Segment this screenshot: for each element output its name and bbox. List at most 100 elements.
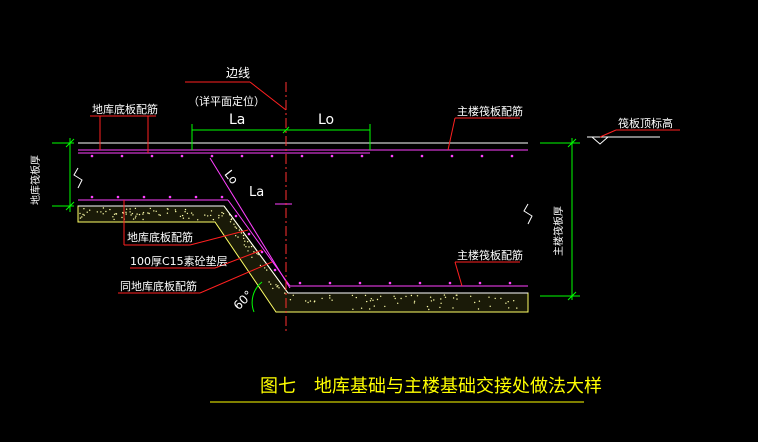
- cushion-speckle: [234, 226, 236, 228]
- cushion-speckle: [186, 212, 189, 215]
- main-raft-rebar-bottom-label: 主楼筏板配筋: [457, 248, 523, 262]
- cushion-speckle: [102, 213, 104, 215]
- cushion-speckle: [235, 235, 237, 237]
- cushion-speckle: [109, 208, 111, 211]
- cushion-speckle: [83, 214, 85, 216]
- cushion-speckle: [149, 207, 151, 210]
- cushion-speckle: [309, 300, 312, 302]
- cushion-speckle: [179, 215, 182, 218]
- cushion-speckle: [230, 218, 232, 221]
- cushion-speckle: [243, 237, 245, 240]
- rebar-dot: [273, 268, 277, 272]
- cushion-speckle: [138, 213, 141, 216]
- cushion-speckle: [244, 240, 246, 242]
- cushion-speckle: [251, 256, 253, 258]
- cushion-speckle: [513, 300, 515, 302]
- cushion-speckle: [256, 252, 258, 255]
- cushion-speckle: [277, 285, 279, 287]
- cushion-speckle: [210, 214, 212, 217]
- elevation-marker: [587, 136, 660, 145]
- cushion-speckle: [394, 297, 396, 300]
- basement-slab-rebar-mid-label: 地库底板配筋: [127, 230, 193, 244]
- cushion-speckle: [229, 221, 232, 223]
- cushion-speckle: [440, 302, 442, 304]
- rebar-dot: [480, 154, 484, 158]
- cushion-speckle: [489, 305, 491, 307]
- cushion-speckle: [166, 212, 169, 214]
- basement-slab-rebar-top-label: 地库底板配筋: [92, 102, 158, 116]
- cushion-speckle: [245, 246, 247, 248]
- rebar-dot: [194, 195, 198, 199]
- cushion-speckle: [410, 294, 413, 297]
- cushion-speckle: [81, 216, 83, 218]
- cushion-speckle: [210, 210, 213, 212]
- cushion-speckle: [113, 213, 116, 215]
- cushion-speckle: [238, 229, 241, 231]
- slab-outline: [78, 142, 528, 294]
- cushion-speckle: [125, 213, 127, 215]
- cushion-speckle: [181, 214, 184, 217]
- main-raft-thickness-label: 主楼筏板厚: [552, 206, 565, 256]
- cushion-speckle: [494, 297, 496, 300]
- cushion-speckle: [400, 297, 402, 300]
- cushion-speckle: [218, 214, 220, 217]
- rebar-dot: [448, 281, 452, 285]
- cushion-speckle: [313, 301, 316, 303]
- cushion-speckle: [250, 245, 253, 248]
- cushion-speckle: [305, 300, 307, 302]
- leader-lines: [90, 81, 680, 294]
- cushion-speckle: [257, 253, 259, 256]
- cushion-speckle: [243, 244, 245, 246]
- cushion-speckle: [184, 208, 187, 211]
- rebar-dot: [90, 195, 94, 199]
- cushion-speckle: [452, 307, 454, 309]
- rebar-dot: [418, 281, 422, 285]
- cushion-speckle: [429, 296, 432, 298]
- cushion-speckle: [207, 215, 209, 217]
- cushion-speckle: [96, 211, 99, 213]
- rebar-dot: [247, 232, 251, 236]
- side-line-note: （详平面定位）: [188, 94, 265, 108]
- cushion-speckle: [233, 223, 235, 225]
- cushion-speckle: [284, 292, 286, 294]
- cushion-speckle: [82, 213, 84, 216]
- cushion-speckle: [221, 211, 223, 214]
- cushion-speckle: [130, 214, 132, 216]
- cushion-speckle: [247, 250, 249, 252]
- rebar-dot: [330, 154, 334, 158]
- rebar-dot: [240, 154, 244, 158]
- cushion-speckle: [197, 219, 199, 221]
- rebar-dot: [90, 154, 94, 158]
- rebar-dot: [168, 195, 172, 199]
- cushion-speckle: [221, 215, 223, 217]
- cushion-speckle: [188, 217, 190, 219]
- cushion-speckle: [456, 298, 458, 300]
- cushion-speckle: [505, 302, 507, 304]
- rebar-dot: [450, 154, 454, 158]
- cushion-speckle: [222, 212, 225, 215]
- cushion-speckle: [142, 211, 145, 214]
- break-lines: [73, 167, 533, 225]
- cushion-speckle: [474, 301, 476, 304]
- right-thickness-dimension: [540, 138, 580, 301]
- side-line-label: 边线: [226, 66, 250, 80]
- cushion-speckle: [352, 308, 354, 310]
- rebar-dot: [298, 281, 302, 285]
- cushion-speckle: [190, 212, 193, 214]
- cushion-speckle: [174, 209, 177, 211]
- cushion-speckle: [426, 305, 429, 308]
- rebar-dot: [508, 281, 512, 285]
- la-lo-dimension: [191, 124, 371, 150]
- cushion-speckle: [366, 300, 368, 303]
- same-basement-rebar-label: 同地库底板配筋: [120, 279, 197, 293]
- rebar-dot: [420, 154, 424, 158]
- rebar-dot: [260, 250, 264, 254]
- cushion-speckle: [125, 211, 127, 213]
- cushion-speckle: [405, 295, 407, 298]
- cushion-speckle: [237, 236, 239, 238]
- rebar-dot: [328, 281, 332, 285]
- cushion-speckle: [240, 232, 243, 234]
- cushion-speckle: [329, 294, 331, 297]
- cushion-speckle: [235, 227, 238, 229]
